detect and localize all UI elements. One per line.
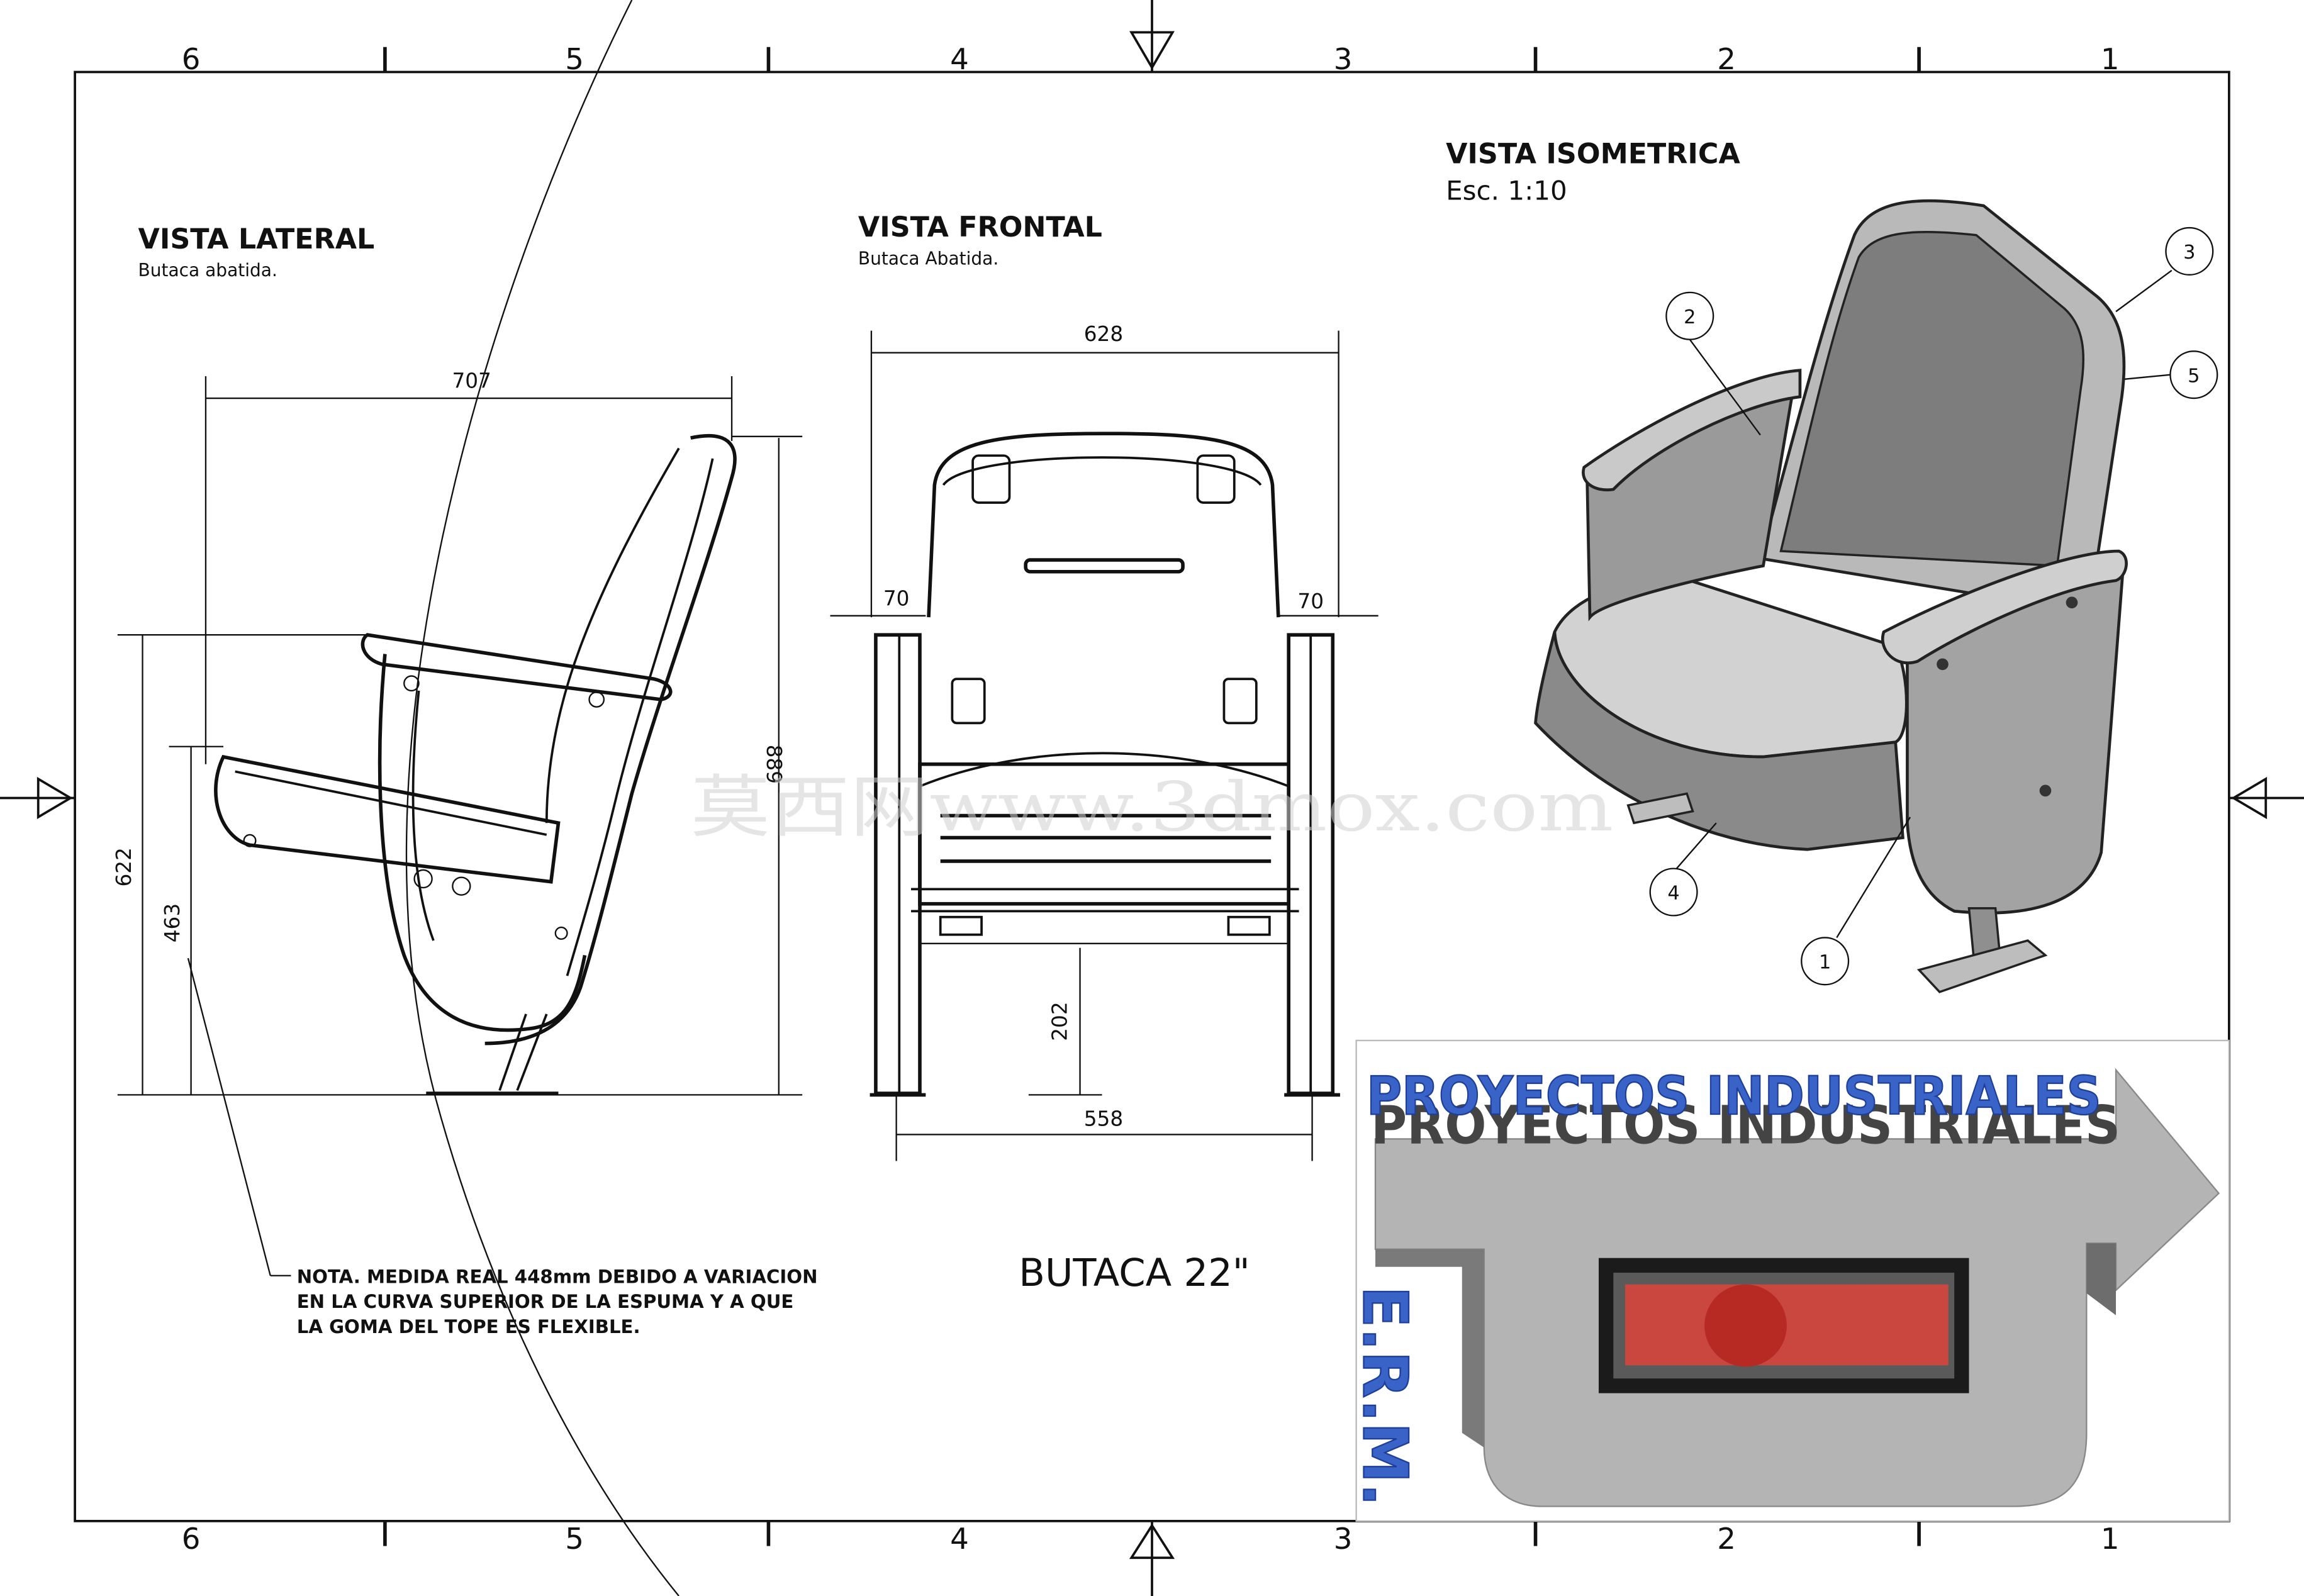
- balloon-5: 5: [2169, 350, 2218, 399]
- frontal-dimension-lines: [830, 330, 1378, 1161]
- dim-lateral-seat-height: 463: [160, 903, 184, 942]
- balloon-leaders: [1675, 269, 2173, 939]
- lateral-view-title: VISTA LATERAL: [138, 223, 375, 255]
- zone-label-top: 6: [182, 43, 201, 77]
- zone-label-top: 3: [1334, 43, 1353, 77]
- dim-lateral-arm-height: 622: [112, 847, 136, 886]
- zone-label-top: 2: [1717, 43, 1736, 77]
- note-line-2: EN LA CURVA SUPERIOR DE LA ESPUMA Y A QU…: [297, 1291, 794, 1312]
- frontal-chair-drawing: [870, 432, 1340, 1097]
- lateral-view-subtitle: Butaca abatida.: [138, 260, 277, 281]
- logo-initials: E.R.M.: [1348, 1286, 1420, 1506]
- zone-label-top: 1: [2101, 43, 2120, 77]
- balloon-1: 1: [1801, 937, 1850, 986]
- svg-text:4: 4: [1667, 883, 1679, 905]
- zone-ticks: [383, 47, 1921, 1546]
- logo-company: PROYECTOS INDUSTRIALES: [1367, 1065, 2101, 1127]
- drawing-title: BUTACA 22": [1019, 1251, 1250, 1295]
- note-line-3: LA GOMA DEL TOPE ES FLEXIBLE.: [297, 1316, 640, 1337]
- construction-arc: [405, 0, 679, 1596]
- lateral-dimension-lines: [117, 376, 803, 1276]
- dim-frontal-base-width: 558: [1084, 1107, 1123, 1130]
- dim-frontal-leg-height: 202: [1048, 1002, 1072, 1041]
- dim-frontal-width: 628: [1084, 322, 1123, 346]
- note-label: NOTA.: [297, 1266, 361, 1287]
- svg-text:3: 3: [2183, 242, 2195, 264]
- svg-text:2: 2: [1684, 306, 1696, 328]
- zone-label-bottom: 2: [1717, 1522, 1736, 1556]
- svg-text:5: 5: [2188, 365, 2200, 387]
- isometric-view-title: VISTA ISOMETRICA: [1446, 138, 1740, 170]
- frontal-view-title: VISTA FRONTAL: [858, 211, 1102, 243]
- dim-frontal-side-left: 70: [883, 586, 910, 610]
- zone-label-bottom: 4: [950, 1522, 969, 1556]
- frontal-view-subtitle: Butaca Abatida.: [858, 248, 998, 269]
- watermark: 莫西网www.3dmox.com: [691, 768, 1614, 847]
- isometric-view-scale: Esc. 1:10: [1446, 176, 1567, 206]
- zone-label-top: 4: [950, 43, 969, 77]
- company-logo: PROYECTOS INDUSTRIALES PROYECTOS INDUSTR…: [1348, 1039, 2230, 1522]
- dim-lateral-total-height: 889: [762, 745, 786, 784]
- isometric-chair-render: [1534, 199, 2128, 993]
- dim-frontal-side-right: 70: [1297, 589, 1324, 613]
- logo-company-shadow: PROYECTOS INDUSTRIALES: [1371, 1094, 2120, 1156]
- svg-text:1: 1: [1819, 951, 1831, 973]
- zone-label-bottom: 5: [565, 1522, 584, 1556]
- note-line-1: NOTA. MEDIDA REAL 448mm DEBIDO A VARIACI…: [297, 1266, 818, 1287]
- zone-label-bottom: 3: [1334, 1522, 1353, 1556]
- zone-label-bottom: 6: [182, 1522, 201, 1556]
- note-text-1: MEDIDA REAL 448mm DEBIDO A VARIACION: [367, 1266, 817, 1287]
- zone-label-bottom: 1: [2101, 1522, 2120, 1556]
- balloon-2: 2: [1665, 291, 1714, 340]
- lateral-chair-drawing: [214, 433, 737, 1095]
- dim-lateral-depth: 707: [452, 369, 491, 393]
- balloon-4: 4: [1649, 868, 1698, 917]
- zone-label-top: 5: [565, 43, 584, 77]
- balloon-3: 3: [2165, 226, 2214, 276]
